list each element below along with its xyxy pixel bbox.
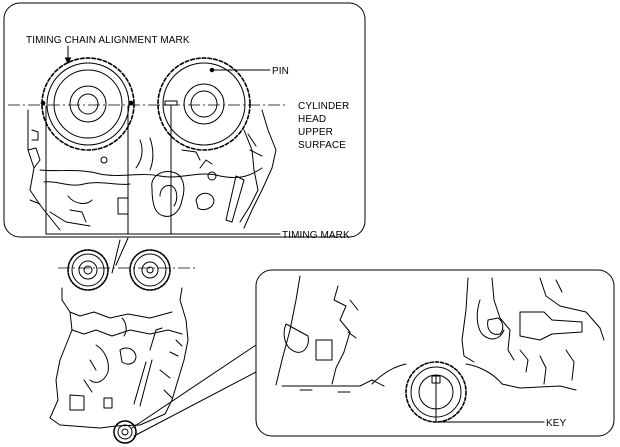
- key-slot: [431, 375, 441, 384]
- overview-crank-sprocket: [113, 420, 137, 444]
- timing-chain-alignment-mark-label: TIMING CHAIN ALIGNMENT MARK: [26, 35, 190, 46]
- top-detail-panel: TIMING CHAIN ALIGNMENT MARK PIN CYLINDER…: [3, 2, 366, 238]
- bottom-detail-panel: KEY: [255, 269, 615, 437]
- overview-exhaust-gear: [129, 249, 171, 291]
- exhaust-camshaft-gear: [157, 57, 251, 151]
- timing-mark-label: TIMING MARK: [282, 230, 350, 241]
- cylinder-head-label-line4: SURFACE: [298, 140, 346, 151]
- key-label: KEY: [546, 418, 567, 429]
- overview-intake-gear: [67, 249, 109, 291]
- timing-mark-dot-right: [128, 100, 134, 106]
- timing-mark-dot-left: [40, 100, 46, 106]
- cylinder-head-label-line2: HEAD: [298, 114, 326, 125]
- timing-mark-leader: [45, 105, 281, 235]
- pin-dot: [209, 67, 215, 73]
- cylinder-head-label-line3: UPPER: [298, 127, 333, 138]
- engine-overview: [49, 237, 257, 444]
- exhaust-timing-mark: [164, 100, 178, 106]
- pin-label: PIN: [272, 66, 289, 77]
- cylinder-head-label-line1: CYLINDER: [298, 101, 349, 112]
